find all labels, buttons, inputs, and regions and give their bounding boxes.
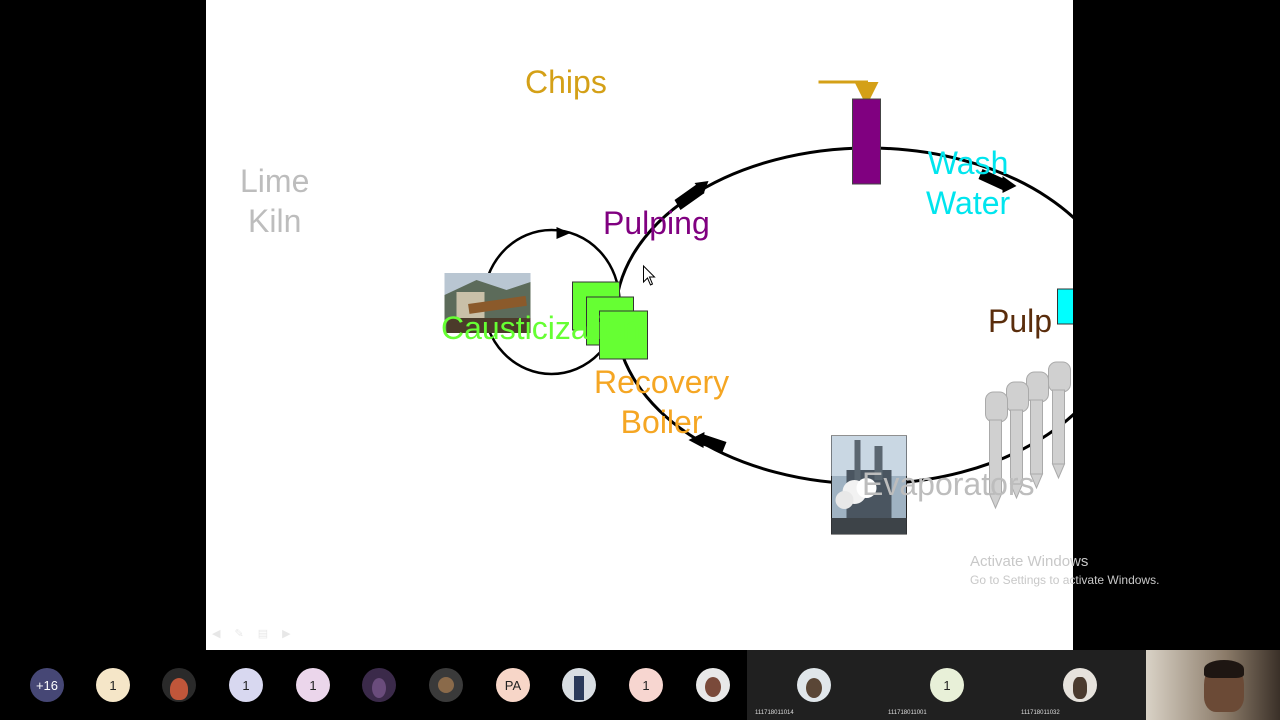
participant-photo[interactable] xyxy=(696,668,730,702)
wash-water-label: Wash Water xyxy=(926,145,1011,221)
chips-label: Chips xyxy=(525,64,607,100)
windows-activation-watermark: Activate Windows Go to Settings to activ… xyxy=(970,553,1159,587)
recovery-boiler-photo xyxy=(831,435,907,535)
participant-initials: 1 xyxy=(943,677,951,693)
avatar xyxy=(170,678,188,700)
participant-initials: 1 xyxy=(309,677,317,693)
participant-avatar[interactable]: 1 xyxy=(296,668,330,702)
avatar xyxy=(705,677,721,697)
participant-avatar[interactable]: 1 xyxy=(229,668,263,702)
participant-photo[interactable] xyxy=(362,668,396,702)
slides-menu-icon[interactable]: ▤ xyxy=(257,628,269,640)
next-slide-icon[interactable]: ▶ xyxy=(282,628,291,640)
participant-photo[interactable] xyxy=(162,668,196,702)
participant-avatar[interactable]: 1 xyxy=(96,668,130,702)
participant-avatar[interactable]: 1 xyxy=(629,668,663,702)
lime-kiln-label: Lime Kiln xyxy=(240,163,310,239)
mouse-cursor xyxy=(643,264,656,286)
self-video-tile[interactable] xyxy=(1146,650,1280,720)
participant-initials: 1 xyxy=(109,677,117,693)
evaporators-label: Evaporators xyxy=(862,466,1035,502)
washer xyxy=(1057,288,1073,325)
lime-kiln-arrow xyxy=(556,227,571,239)
pen-icon[interactable]: ✎ xyxy=(234,628,244,640)
participant-photo xyxy=(1063,668,1097,702)
process-diagram xyxy=(444,80,1073,535)
activation-subtitle: Go to Settings to activate Windows. xyxy=(970,573,1160,587)
participant-photo xyxy=(797,668,831,702)
avatar xyxy=(574,676,584,700)
participant-avatar[interactable]: PA xyxy=(496,668,530,702)
video-tile[interactable]: 1 111718011001 xyxy=(880,650,1013,720)
participant-photo[interactable] xyxy=(429,668,463,702)
more-participants-badge[interactable]: +16 xyxy=(30,668,64,702)
avatar xyxy=(438,677,454,693)
pulping-digester xyxy=(852,98,881,185)
video-tile[interactable]: 111718011032 xyxy=(1013,650,1146,720)
causticization-label: Causticization xyxy=(441,310,641,346)
participant-initials: 1 xyxy=(642,677,650,693)
chips-arrow xyxy=(818,80,879,106)
pulping-label: Pulping xyxy=(603,205,710,241)
participant-id: 111718011001 xyxy=(888,710,927,716)
self-video-hair xyxy=(1204,660,1244,678)
cycle-arrow xyxy=(674,181,709,210)
prev-slide-icon[interactable]: ◀ xyxy=(212,628,221,640)
more-participants-count: +16 xyxy=(35,677,59,693)
lime-kiln-photo xyxy=(444,273,531,333)
participant-id: 111718011032 xyxy=(1021,710,1060,716)
participant-initials: 1 xyxy=(242,677,250,693)
cycle-arrow xyxy=(688,432,727,452)
presentation-slide: Chips Pulping Wash Water Pulp Lime Kiln … xyxy=(206,0,1073,650)
participant-id: 111718011014 xyxy=(755,710,794,716)
causticization-tanks xyxy=(572,281,648,360)
participant-photo[interactable] xyxy=(562,668,596,702)
avatar xyxy=(1073,677,1087,699)
pulp-label: Pulp xyxy=(988,303,1053,339)
participant-avatar: 1 xyxy=(930,668,964,702)
activation-title: Activate Windows xyxy=(970,553,1089,570)
recovery-boiler-label: Recovery Boiler xyxy=(594,364,730,440)
participant-initials: PA xyxy=(504,677,522,693)
slide-controls[interactable]: ◀ ✎ ▤ ▶ xyxy=(212,627,291,640)
evaporators-graphic xyxy=(985,361,1071,510)
cycle-arrow xyxy=(978,169,1017,193)
avatar xyxy=(806,678,822,698)
avatar xyxy=(372,678,386,698)
video-tile[interactable]: 111718011014 xyxy=(747,650,880,720)
